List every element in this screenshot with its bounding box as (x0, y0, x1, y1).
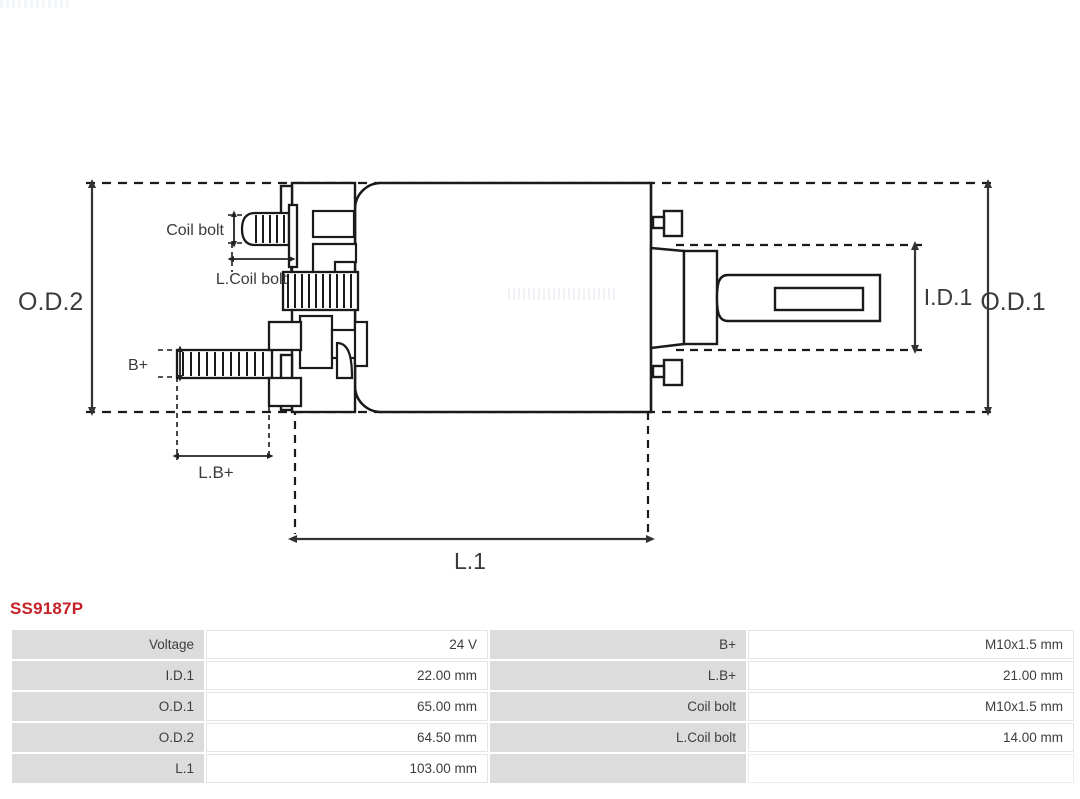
dimension-labels: O.D.2 O.D.1 I.D.1 L.1 L.B+ B+ Coil bolt … (18, 222, 1046, 574)
rear-boss (682, 249, 719, 346)
table-row: Voltage 24 V B+ M10x1.5 mm (12, 630, 1074, 659)
table-row: O.D.1 65.00 mm Coil bolt M10x1.5 mm (12, 692, 1074, 721)
coil-bolt-shank (240, 211, 291, 247)
table-row: I.D.1 22.00 mm L.B+ 21.00 mm (12, 661, 1074, 690)
rear-tab-lower (662, 358, 684, 387)
label-id1: I.D.1 (924, 284, 973, 310)
rear-terminal-slot (773, 286, 865, 312)
bplus-bolt-assembly (175, 320, 303, 408)
spec-key: Voltage (12, 630, 204, 659)
spec-key: I.D.1 (12, 661, 204, 690)
spec-value-empty (748, 754, 1074, 783)
plunger-collar (353, 320, 369, 368)
bplus-bolt-threads (182, 352, 264, 376)
rear-tab-lower-pin (651, 364, 666, 379)
spec-key: L.1 (12, 754, 204, 783)
label-l-coil-bolt: L.Coil bolt (216, 271, 288, 288)
corner-artifact (0, 0, 72, 8)
bplus-nut-upper (267, 320, 303, 352)
spec-value: M10x1.5 mm (748, 630, 1074, 659)
spec-value: 65.00 mm (206, 692, 488, 721)
coil-bolt-threads (255, 215, 285, 243)
label-l1: L.1 (454, 548, 486, 574)
plunger-block (298, 314, 334, 370)
rear-tab-upper (662, 209, 684, 238)
spec-value: M10x1.5 mm (748, 692, 1074, 721)
spec-key-empty (490, 754, 746, 783)
rear-connector (649, 209, 882, 387)
specification-table: Voltage 24 V B+ M10x1.5 mm I.D.1 22.00 m… (10, 628, 1076, 785)
label-lbplus: L.B+ (198, 463, 234, 482)
spec-value: 103.00 mm (206, 754, 488, 783)
coil-bolt-base (287, 203, 299, 269)
spec-key: O.D.1 (12, 692, 204, 721)
label-od1: O.D.1 (980, 288, 1045, 316)
spec-value: 22.00 mm (206, 661, 488, 690)
dimension-arrows-small (172, 210, 296, 459)
contact-block-upper (311, 209, 356, 239)
spec-key: B+ (490, 630, 746, 659)
spec-table-body: Voltage 24 V B+ M10x1.5 mm I.D.1 22.00 m… (12, 630, 1074, 783)
spec-key: L.B+ (490, 661, 746, 690)
part-number: SS9187P (10, 599, 84, 618)
spec-key: O.D.2 (12, 723, 204, 752)
return-spring-arc (335, 341, 354, 380)
label-coil-bolt: Coil bolt (166, 222, 224, 239)
bplus-bolt-shank (175, 348, 274, 380)
rear-tab-upper-pin (651, 215, 666, 230)
table-row: L.1 103.00 mm (12, 754, 1074, 783)
spec-value: 14.00 mm (748, 723, 1074, 752)
spec-value: 64.50 mm (206, 723, 488, 752)
dimension-arrows (88, 179, 992, 543)
spec-key: L.Coil bolt (490, 723, 746, 752)
label-bplus: B+ (128, 357, 148, 374)
table-row: O.D.2 64.50 mm L.Coil bolt 14.00 mm (12, 723, 1074, 752)
internal-contacts (298, 209, 369, 380)
solenoid-drawing-svg: O.D.2 O.D.1 I.D.1 L.1 L.B+ B+ Coil bolt … (18, 179, 1046, 574)
coil-bolt-assembly (240, 203, 299, 269)
bplus-nut-lower (267, 376, 303, 408)
body-watermark (508, 288, 618, 300)
spec-key: Coil bolt (490, 692, 746, 721)
technical-drawing: O.D.2 O.D.1 I.D.1 L.1 L.B+ B+ Coil bolt … (18, 179, 1046, 574)
rear-boss-taper (649, 246, 686, 350)
lower-coil-terminal (281, 270, 360, 312)
spec-value: 21.00 mm (748, 661, 1074, 690)
spec-value: 24 V (206, 630, 488, 659)
coil-terminal-threads (287, 274, 352, 308)
label-od2: O.D.2 (18, 288, 83, 316)
